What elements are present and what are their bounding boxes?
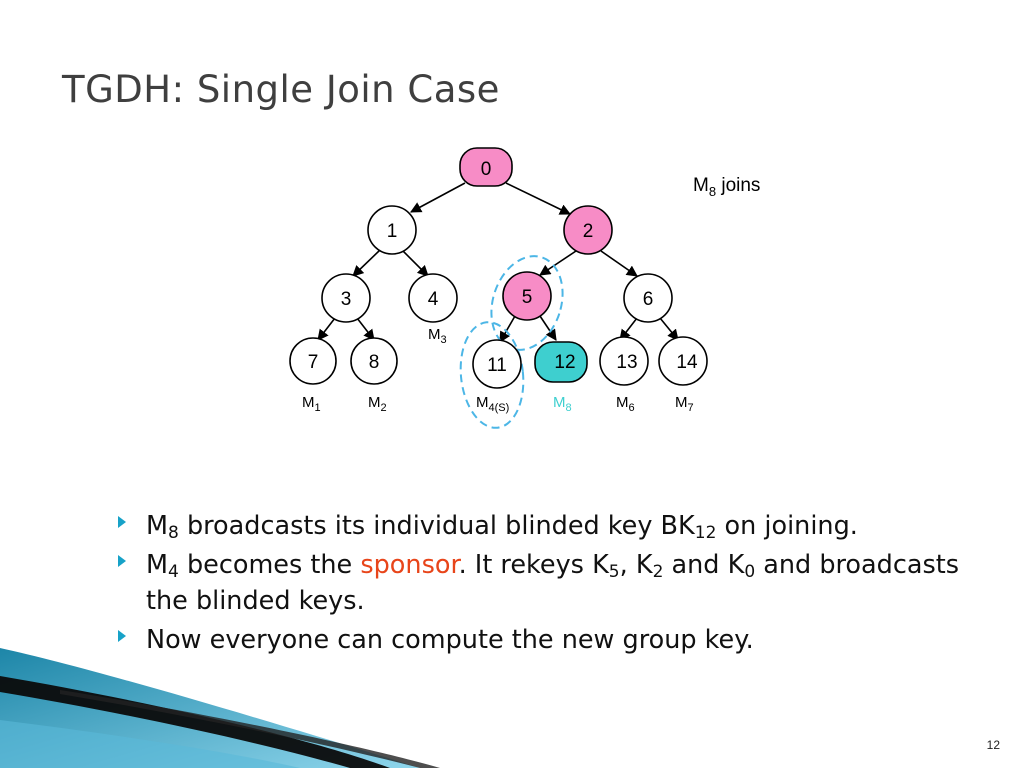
edge-3-7 bbox=[317, 317, 336, 341]
bullet-item-2: M4 becomes the sponsor. It rekeys K5, K2… bbox=[118, 547, 968, 619]
node-11: 11 bbox=[472, 339, 522, 389]
svg-text:12: 12 bbox=[554, 352, 575, 373]
svg-text:1: 1 bbox=[387, 221, 398, 242]
node-4: 4 bbox=[408, 273, 458, 323]
node-3: 3 bbox=[321, 273, 371, 323]
edge-0-1 bbox=[410, 182, 466, 213]
svg-text:4: 4 bbox=[428, 289, 439, 310]
svg-text:8: 8 bbox=[369, 352, 380, 373]
key-tree-diagram: 0 1 2 3 4 5 6 7 bbox=[289, 147, 760, 429]
bullet-arrow-icon bbox=[118, 555, 126, 567]
svg-text:14: 14 bbox=[676, 352, 698, 373]
bullet-arrow-icon bbox=[118, 516, 126, 528]
svg-text:3: 3 bbox=[341, 289, 352, 310]
svg-text:6: 6 bbox=[643, 289, 654, 310]
node-2: 2 bbox=[563, 205, 613, 255]
dashed-outline-node-11 bbox=[459, 321, 525, 429]
bullet-item-1: M8 broadcasts its individual blinded key… bbox=[118, 508, 968, 544]
dashed-outline-node-5 bbox=[490, 255, 564, 351]
member-label-m3: M3 bbox=[428, 326, 447, 346]
node-1: 1 bbox=[367, 205, 417, 255]
bullet-arrow-icon bbox=[118, 630, 126, 642]
svg-text:7: 7 bbox=[308, 352, 319, 373]
member-label-m7: M7 bbox=[675, 394, 694, 414]
edge-5-12 bbox=[539, 315, 557, 341]
node-13: 13 bbox=[599, 336, 649, 386]
sponsor-term: sponsor bbox=[360, 550, 459, 580]
node-12: 12 bbox=[534, 341, 588, 383]
svg-text:5: 5 bbox=[522, 287, 533, 308]
edge-1-4 bbox=[401, 249, 429, 277]
node-6: 6 bbox=[623, 273, 673, 323]
node-8: 8 bbox=[350, 337, 398, 385]
node-7: 7 bbox=[289, 337, 337, 385]
edge-0-2 bbox=[505, 182, 572, 215]
bullet-list: M8 broadcasts its individual blinded key… bbox=[118, 508, 968, 661]
edge-2-6 bbox=[600, 250, 638, 277]
edge-3-8 bbox=[356, 317, 375, 341]
edge-1-3 bbox=[352, 249, 381, 277]
node-0: 0 bbox=[459, 147, 513, 187]
svg-text:0: 0 bbox=[481, 159, 492, 180]
node-5: 5 bbox=[502, 271, 552, 321]
node-14: 14 bbox=[658, 336, 708, 386]
svg-text:13: 13 bbox=[616, 352, 637, 373]
page-number: 12 bbox=[986, 738, 1000, 752]
member-label-m2: M2 bbox=[368, 394, 387, 414]
svg-text:2: 2 bbox=[583, 221, 594, 242]
member-label-m4-sponsor: M4(S) bbox=[476, 394, 509, 414]
member-label-m1: M1 bbox=[302, 394, 321, 414]
member-label-m8: M8 bbox=[553, 394, 572, 414]
member-label-m6: M6 bbox=[616, 394, 635, 414]
svg-text:11: 11 bbox=[487, 355, 507, 376]
bullet-item-3: Now everyone can compute the new group k… bbox=[118, 622, 968, 658]
slide-title: TGDH: Single Join Case bbox=[62, 68, 500, 111]
tree-edges bbox=[317, 182, 679, 343]
edge-2-5 bbox=[539, 250, 577, 276]
edge-6-14 bbox=[659, 317, 679, 341]
edge-5-11 bbox=[499, 315, 516, 343]
joins-label: M8 joins bbox=[693, 175, 760, 199]
